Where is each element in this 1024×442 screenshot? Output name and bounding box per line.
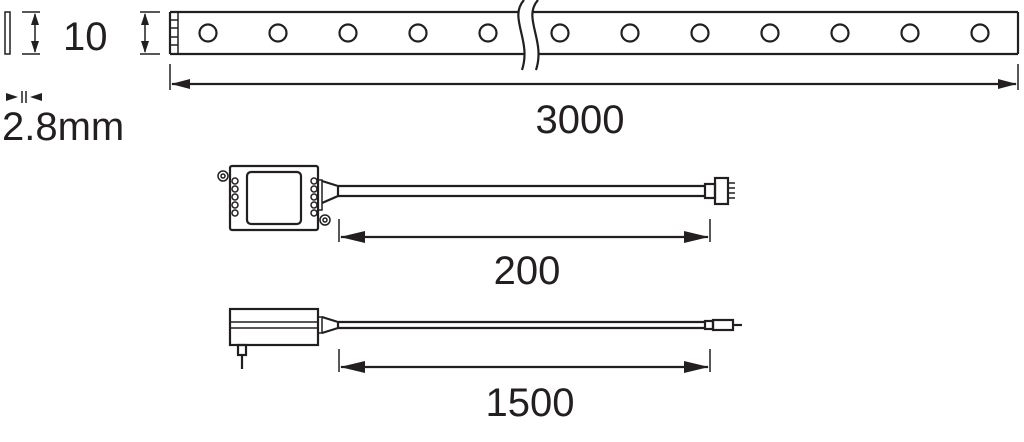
led-dot-icon	[338, 23, 358, 43]
led-dot-icon	[550, 23, 570, 43]
adapter-cable-length-label: 1500	[486, 381, 575, 425]
led-dot-icon	[620, 23, 640, 43]
led-dot-icon	[198, 23, 218, 43]
led-dot-icon	[760, 23, 780, 43]
led-strip	[168, 0, 1020, 71]
strip-length-label: 3000	[536, 98, 625, 142]
width-dimension-right	[140, 11, 160, 55]
power-adapter-drawing	[228, 307, 742, 369]
led-dot-icon	[690, 23, 710, 43]
controller-drawing	[217, 164, 735, 232]
controller-cable-length-label: 200	[494, 249, 561, 293]
led-dot-icon	[830, 23, 850, 43]
led-dot-icon	[478, 23, 498, 43]
width-dimension-left	[22, 11, 40, 55]
adapter-cable-dimension	[338, 349, 711, 373]
strip-side-profile	[4, 11, 11, 55]
led-dot-icon	[970, 23, 990, 43]
led-dot-icon	[408, 23, 428, 43]
strip-thickness-label: 2.8mm	[2, 105, 124, 149]
led-dot-icon	[268, 23, 288, 43]
strip-width-label: 10	[63, 15, 108, 59]
controller-cable-dimension	[338, 219, 711, 243]
thickness-dimension	[6, 91, 42, 103]
strip-length-dimension	[169, 64, 1019, 90]
led-dot-icon	[900, 23, 920, 43]
